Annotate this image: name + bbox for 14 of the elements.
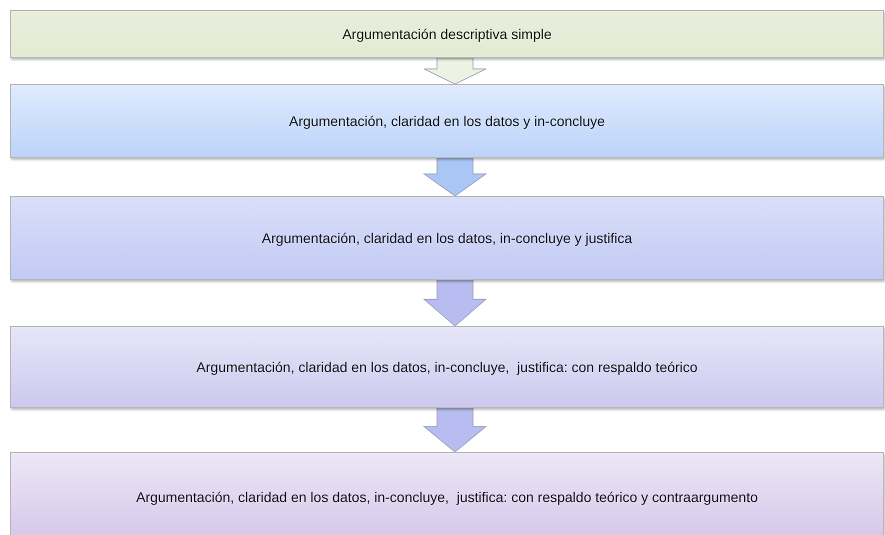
block-arrow (424, 58, 486, 84)
box-text: Argumentación descriptiva simple (342, 25, 552, 43)
block-arrow (422, 280, 488, 327)
process-box (10, 452, 884, 535)
box-text: Argumentación, claridad en los datos, in-concluye, justifica: con respaldo teórico (196, 358, 698, 376)
process-box (10, 84, 884, 158)
process-box (10, 196, 884, 280)
process-box (10, 10, 884, 58)
box-text: Argumentación, claridad en los datos, in-concluye y justifica (262, 229, 632, 247)
block-arrow (422, 158, 488, 196)
block-arrow (422, 408, 488, 453)
box-text: Argumentación, claridad en los datos, in-concluye, justifica: con respaldo teórico y contraargumento (136, 488, 758, 506)
process-box (10, 326, 884, 408)
box-text: Argumentación, claridad en los datos y in-concluye (289, 112, 605, 130)
